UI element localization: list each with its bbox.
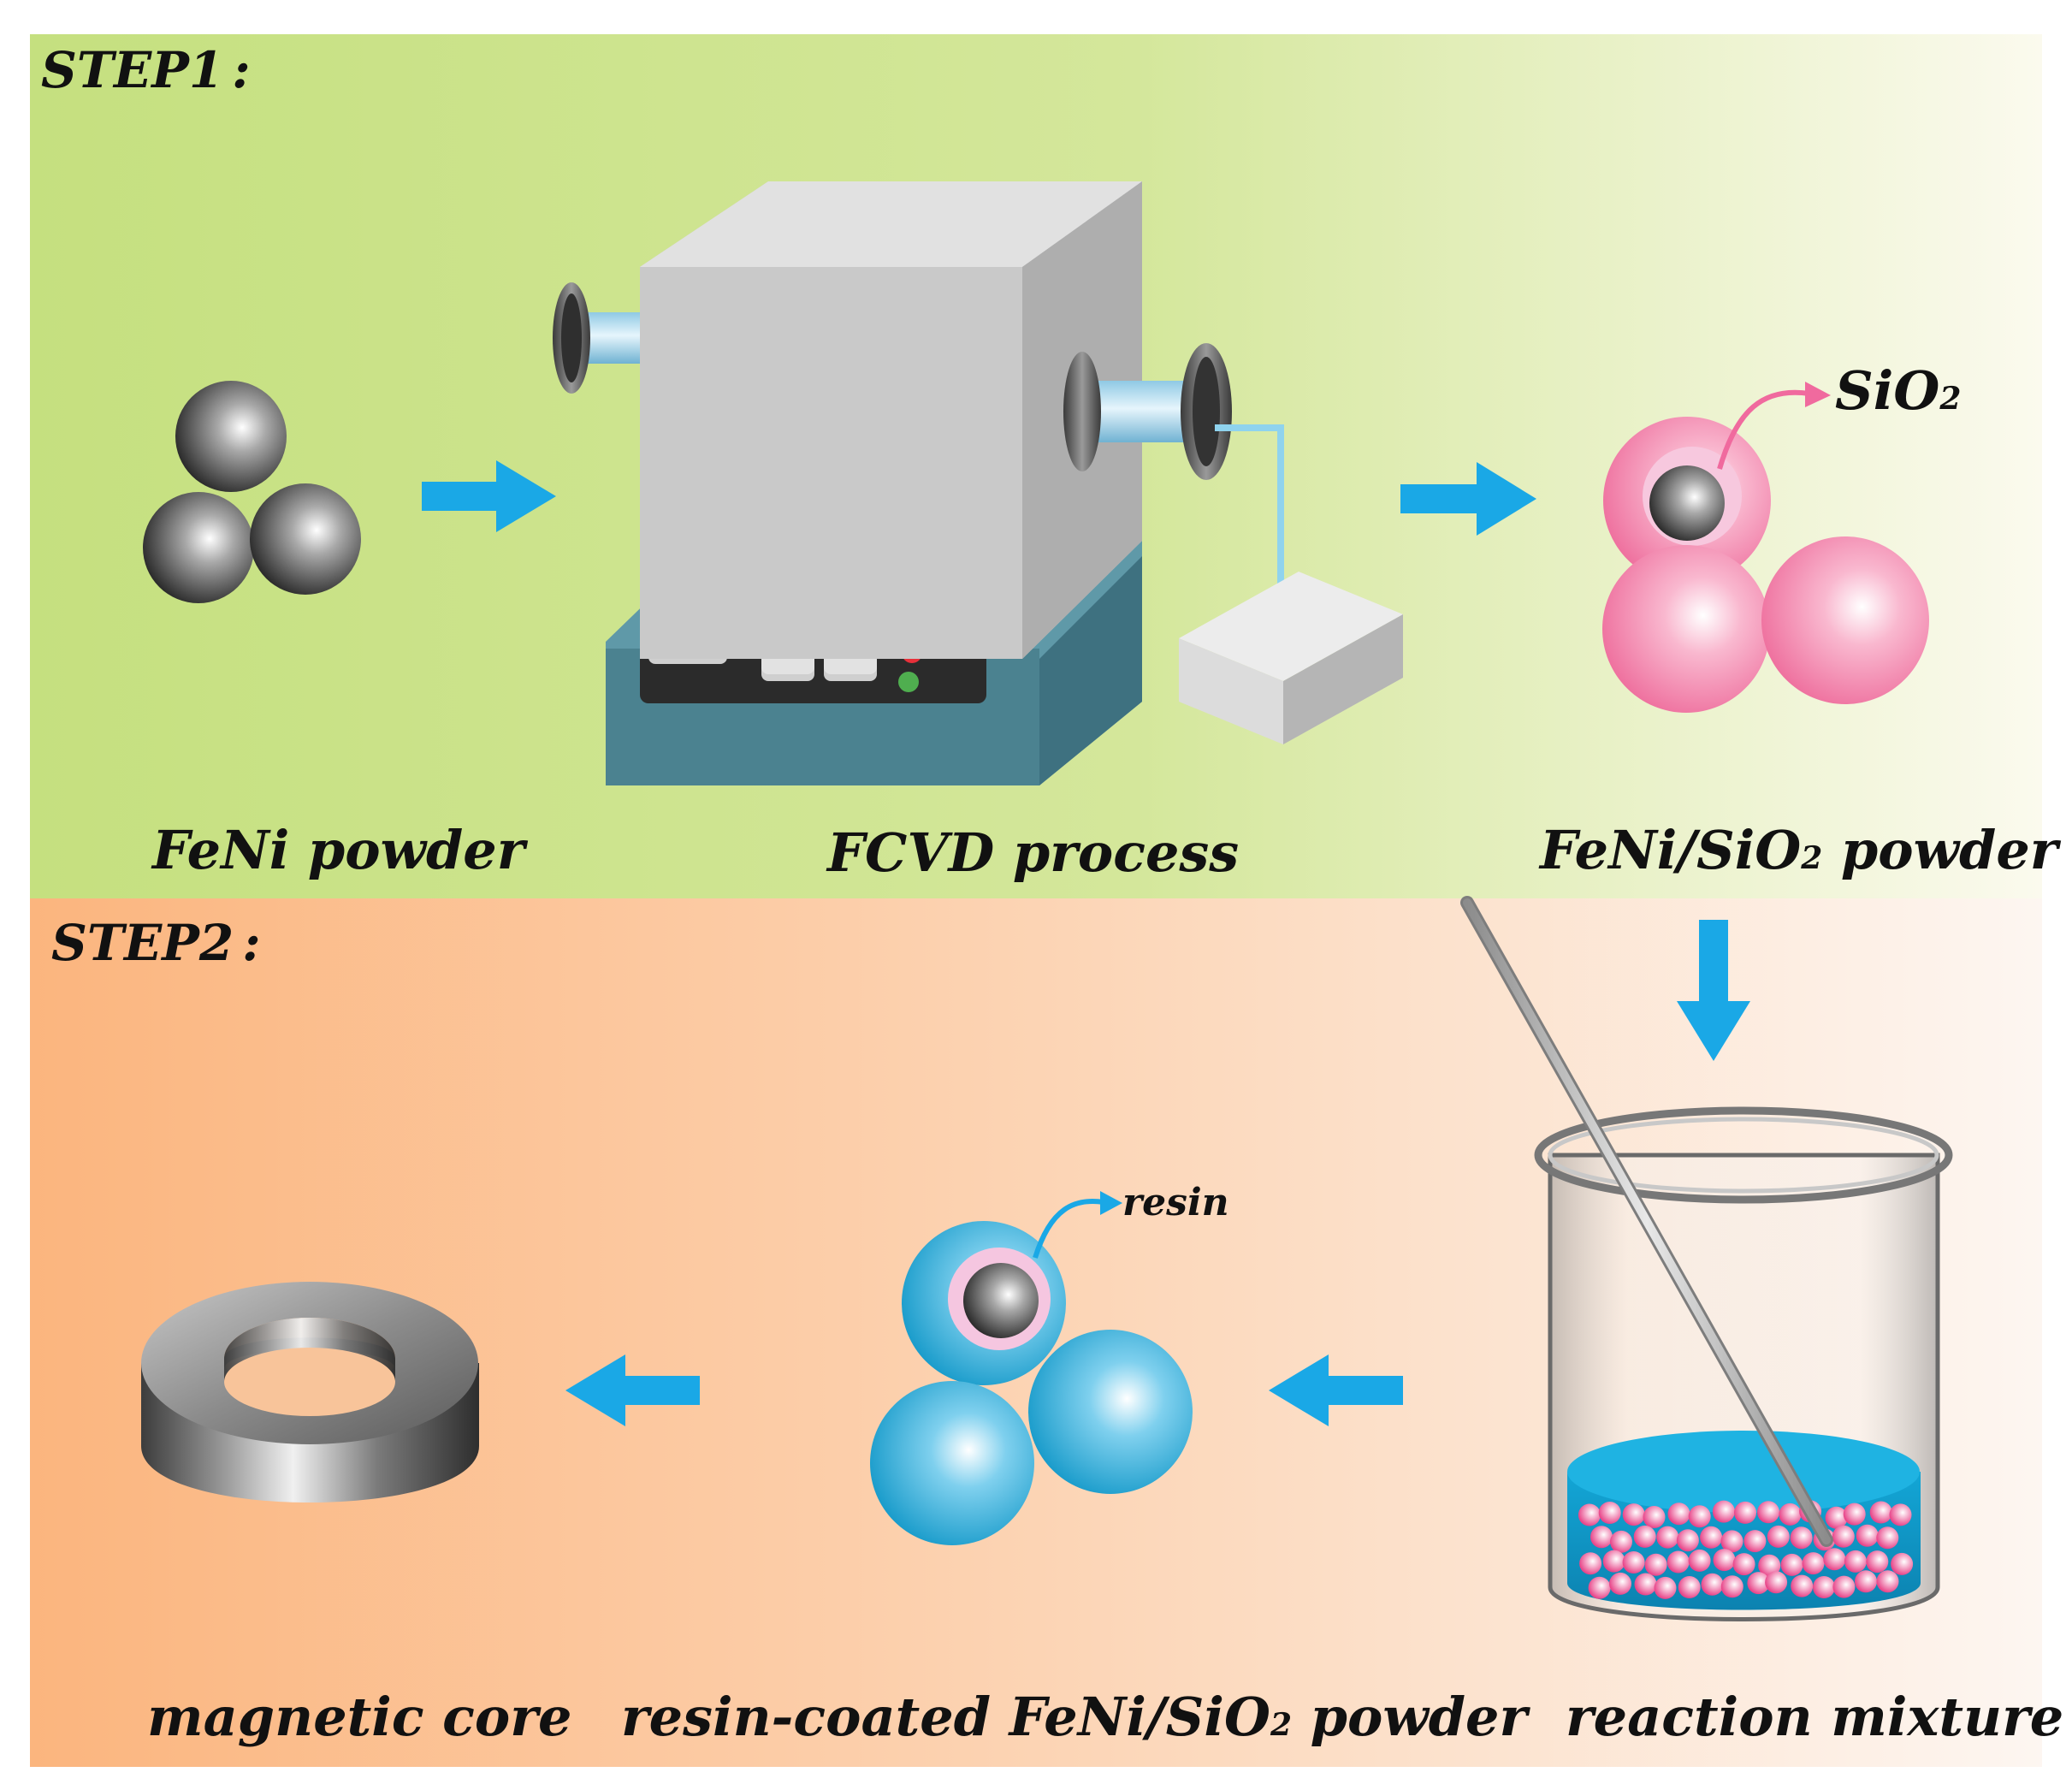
pink-particle: [1825, 1506, 1848, 1529]
pink-particle: [1720, 1530, 1743, 1553]
pink-particle: [1633, 1525, 1656, 1548]
pink-particle: [1743, 1530, 1767, 1553]
pink-particle: [1889, 1503, 1912, 1526]
pink-particle: [1832, 1575, 1856, 1598]
pink-particle: [1823, 1548, 1846, 1571]
pink-particle: [1676, 1529, 1699, 1552]
pink-particle: [1832, 1525, 1855, 1548]
gas-source-box: [1179, 572, 1403, 744]
pink-particle: [1656, 1526, 1679, 1549]
pink-particle: [1891, 1552, 1914, 1575]
pink-particle: [1855, 1570, 1877, 1593]
pink-particle: [1876, 1570, 1899, 1593]
pink-particle: [1843, 1502, 1866, 1526]
step2-title: STEP2:: [51, 914, 261, 972]
pink-particle: [1701, 1573, 1724, 1596]
arrow-right-icon: [1400, 462, 1536, 536]
feni-powder-icon: [143, 381, 361, 603]
pink-particle: [1634, 1573, 1657, 1596]
pink-particle: [1876, 1526, 1899, 1550]
feni-powder-label: FeNi powder: [151, 819, 529, 881]
pink-particle: [1712, 1500, 1735, 1523]
stirring-rod-icon: [1460, 896, 1833, 1547]
fcvd-furnace-icon: [553, 181, 1284, 785]
arrow-right-icon: [422, 460, 556, 532]
sio2-label: SiO2: [1835, 359, 1961, 422]
pink-particle: [1856, 1524, 1879, 1547]
pink-particle: [1643, 1506, 1666, 1528]
pink-particle: [1713, 1549, 1736, 1572]
resin-coated-powder-icon: [870, 1221, 1193, 1545]
sio2-callout-arrow-icon: [1717, 382, 1831, 470]
pink-particle: [1688, 1549, 1711, 1572]
pink-particle: [1609, 1572, 1631, 1595]
arrow-left-icon: [565, 1354, 700, 1426]
beaker-icon: [1534, 1106, 1953, 1621]
pink-particle: [1622, 1503, 1645, 1526]
resin-coated-powder-label: resin-coated FeNi/SiO2 powder: [621, 1686, 1530, 1748]
step1-title: STEP1:: [41, 41, 251, 99]
pink-particle: [1780, 1553, 1803, 1576]
pink-particle: [1654, 1576, 1677, 1599]
pink-particle: [1678, 1576, 1701, 1598]
feni-sio2-powder-icon: [1602, 417, 1929, 713]
pink-particle: [1588, 1576, 1611, 1599]
pink-particle: [1598, 1502, 1621, 1524]
pink-particle: [1758, 1554, 1781, 1577]
pink-particle: [1765, 1571, 1788, 1594]
magnetic-core-label: magnetic core: [147, 1686, 571, 1748]
pink-particle: [1622, 1551, 1645, 1574]
arrow-left-icon: [1269, 1354, 1403, 1426]
pink-particle: [1734, 1501, 1756, 1524]
pink-particle: [1666, 1550, 1690, 1574]
pink-particle: [1610, 1530, 1632, 1553]
pink-particle: [1579, 1552, 1602, 1575]
pink-particle: [1700, 1526, 1723, 1549]
magnetic-core-icon: [141, 1282, 479, 1502]
pink-particle: [1602, 1550, 1625, 1573]
pink-particle: [1732, 1553, 1755, 1576]
pink-particle: [1644, 1553, 1667, 1576]
pink-particle: [1802, 1552, 1825, 1575]
pink-particle: [1790, 1526, 1813, 1550]
resin-label: resin: [1122, 1181, 1229, 1224]
pink-particle: [1844, 1550, 1867, 1573]
pink-particle: [1578, 1503, 1601, 1526]
arrow-down-icon: [1677, 920, 1750, 1061]
pink-particle: [1667, 1502, 1690, 1526]
pink-particle: [1869, 1501, 1892, 1524]
pink-particle: [1747, 1572, 1770, 1595]
pink-particle: [1813, 1576, 1835, 1598]
pink-particle: [1590, 1526, 1613, 1549]
fcvd-process-label: FCVD process: [826, 821, 1239, 884]
pink-particle: [1767, 1525, 1790, 1548]
pink-particle: [1720, 1575, 1743, 1598]
pink-particle: [1779, 1502, 1802, 1526]
feni-sio2-powder-label: FeNi/SiO2 powder: [1538, 819, 2062, 881]
pink-particle: [1757, 1501, 1779, 1524]
pink-particle: [1866, 1550, 1889, 1574]
reaction-mixture-label: reaction mixture: [1566, 1686, 2063, 1748]
pink-particles: [1578, 1500, 1914, 1599]
pink-particle: [1688, 1505, 1711, 1528]
pink-particle: [1791, 1574, 1814, 1597]
resin-callout-arrow-icon: [1033, 1191, 1122, 1259]
